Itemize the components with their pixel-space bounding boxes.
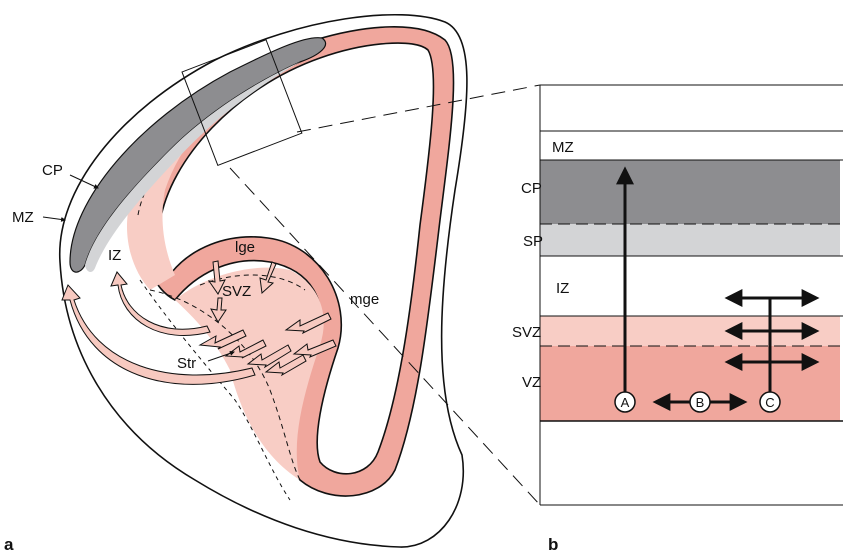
panel-a: CP MZ IZ lge SVZ mge Str a [4,15,540,554]
layer-label-iz: IZ [556,280,569,297]
marker-a-label: A [621,395,630,410]
layer-cp-band [540,160,840,224]
panel-b: MZ CP SP IZ SVZ VZ A B C b [512,85,843,554]
label-str: Str [177,355,196,372]
label-lge: lge [235,239,255,256]
panel-b-caption: b [548,535,558,554]
label-cp: CP [42,162,63,179]
label-mge: mge [350,291,379,308]
label-mz: MZ [12,209,34,226]
layer-label-svz: SVZ [512,324,541,341]
leader-mz [43,217,65,220]
layer-label-cp: CP [521,180,542,197]
panel-a-caption: a [4,535,14,554]
marker-b-label: B [696,395,705,410]
label-svz: SVZ [222,283,251,300]
marker-c-label: C [765,395,774,410]
layer-label-mz: MZ [552,139,574,156]
layer-label-sp: SP [523,233,543,250]
layer-vz-band [540,346,840,421]
layer-label-vz: VZ [522,374,541,391]
label-iz: IZ [108,247,121,264]
layer-sp-band [540,224,840,256]
